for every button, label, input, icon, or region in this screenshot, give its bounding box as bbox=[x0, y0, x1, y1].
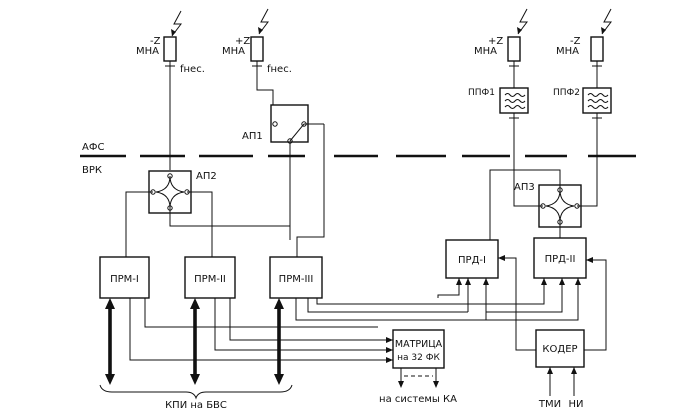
receiver-prm-3: ПРМ-III bbox=[269, 256, 323, 299]
antenna-3: +Z МНА bbox=[474, 8, 528, 88]
switch-ap3-label: АП3 bbox=[514, 182, 535, 193]
switch-ap1-box bbox=[270, 104, 309, 143]
antenna-4-polarity: -Z bbox=[570, 36, 581, 47]
coder-box bbox=[535, 329, 585, 368]
zone-label-afs: АФС bbox=[82, 142, 104, 153]
receiver-prm-1: ПРМ-I bbox=[99, 256, 150, 299]
receiver-prm-3-label: ПРМ-III bbox=[279, 274, 314, 285]
antenna-4-element bbox=[590, 36, 604, 62]
antenna-3-type: МНА bbox=[474, 46, 497, 57]
matrix-label-line2: на 32 ФК bbox=[397, 353, 440, 363]
transmitter-prd-2-label: ПРД-II bbox=[545, 254, 576, 265]
switch-ap2-label: АП2 bbox=[196, 171, 217, 182]
antenna-3-element bbox=[507, 36, 521, 62]
transmitter-prd-1-box bbox=[445, 239, 499, 279]
receiver-prm-3-box bbox=[269, 256, 323, 299]
matrix-box bbox=[392, 329, 445, 369]
matrix-block: МАТРИЦА на 32 ФК bbox=[392, 329, 445, 369]
antenna-4: -Z МНА bbox=[556, 8, 612, 88]
filter-2-label: ППФ2 bbox=[553, 88, 580, 98]
coder-block: КОДЕР bbox=[535, 329, 585, 368]
transmitter-prd-2: ПРД-II bbox=[533, 237, 587, 279]
receiver-prm-2-box bbox=[184, 256, 236, 299]
matrix-label-line1: МАТРИЦА bbox=[395, 339, 443, 350]
receiver-prm-2-label: ПРМ-II bbox=[194, 274, 226, 285]
kpi-label: КПИ на БВС bbox=[165, 400, 227, 411]
receiver-prm-2: ПРМ-II bbox=[184, 256, 236, 299]
switch-ap1-label: АП1 bbox=[242, 131, 263, 142]
filter-1: ППФ1 bbox=[468, 87, 529, 178]
antenna-1-element bbox=[163, 36, 177, 62]
antenna-3-polarity: +Z bbox=[488, 36, 503, 47]
switch-ap1: АП1 bbox=[242, 104, 309, 240]
filter-2-box bbox=[582, 87, 612, 114]
signal-arrow-4 bbox=[601, 8, 612, 35]
antenna-1-type: МНА bbox=[136, 46, 159, 57]
transmitter-prd-2-box bbox=[533, 237, 587, 279]
ni-label: НИ bbox=[569, 399, 584, 410]
filter-1-box bbox=[499, 87, 529, 114]
coder-label: КОДЕР bbox=[542, 344, 577, 355]
tmi-label: ТМИ bbox=[538, 399, 561, 410]
receiver-prm-1-box bbox=[99, 256, 150, 299]
filter-2: ППФ2 bbox=[553, 87, 612, 178]
antenna-1-frequency: fнес. bbox=[180, 64, 205, 75]
antenna-1: -Z МНА fнес. bbox=[136, 10, 205, 170]
antenna-2-element bbox=[250, 36, 264, 62]
antenna-2-frequency: fнес. bbox=[267, 64, 292, 75]
signal-arrow-3 bbox=[517, 8, 528, 35]
signal-arrow-2 bbox=[258, 8, 269, 35]
zone-label-vrk: ВРК bbox=[82, 165, 102, 176]
antenna-2-polarity: +Z bbox=[235, 36, 250, 47]
transmitter-prd-1-label: ПРД-I bbox=[458, 255, 486, 266]
antenna-2-type: МНА bbox=[222, 46, 245, 57]
switch-ap3: АП3 bbox=[514, 182, 582, 228]
filter-1-label: ППФ1 bbox=[468, 88, 495, 98]
transmitter-prd-1: ПРД-I bbox=[445, 239, 499, 279]
signal-arrow-1 bbox=[171, 10, 182, 37]
receiver-prm-1-label: ПРМ-I bbox=[110, 274, 139, 285]
antenna-4-type: МНА bbox=[556, 46, 579, 57]
antenna-1-polarity: -Z bbox=[150, 36, 161, 47]
kpi-bracket bbox=[99, 384, 293, 400]
systems-label: на системы КА bbox=[379, 394, 457, 405]
